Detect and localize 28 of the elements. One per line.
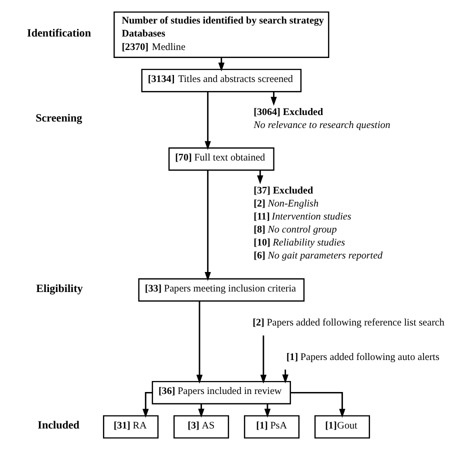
arrow: [198, 404, 204, 418]
node-box: [33] Papers meeting inclusion criteria: [138, 278, 305, 302]
node-box: Number of studies identified by search strategy Databases [2370] Medline: [114, 11, 330, 58]
node-box: [3134] Titles and abstracts screened: [141, 68, 302, 92]
node-text: [2] Papers added following reference list search: [252, 318, 444, 329]
arrow: [196, 301, 203, 384]
arrow: [204, 170, 211, 281]
node-text: [1] Papers added following auto alerts: [286, 352, 440, 363]
arrow: [142, 392, 152, 418]
label: Eligibility: [36, 282, 83, 295]
arrow: [282, 370, 288, 384]
node-box: [1]Gout: [314, 415, 370, 439]
arrow: [204, 92, 211, 150]
node-text: [37] Excluded [2] Non-English [11] Intervention studies [8] No control group [10] Reliability studies [6] No gait parameters reported: [254, 185, 383, 262]
node-box: [3] AS: [173, 415, 230, 439]
arrow: [270, 92, 277, 106]
node-text: [3064] Excluded No relevance to research question: [254, 106, 390, 131]
node-box: [1] PsA: [244, 415, 300, 439]
label: Identification: [27, 28, 91, 40]
node-box: [31] RA: [102, 415, 159, 439]
label: Included: [38, 420, 80, 432]
node-box: [70] Full text obtained: [168, 147, 274, 171]
node-box: [36] Papers included in review: [152, 380, 291, 404]
arrow: [290, 392, 346, 418]
arrow: [257, 170, 264, 184]
arrow: [260, 335, 267, 384]
arrow: [218, 58, 224, 72]
label: Screening: [36, 112, 82, 125]
